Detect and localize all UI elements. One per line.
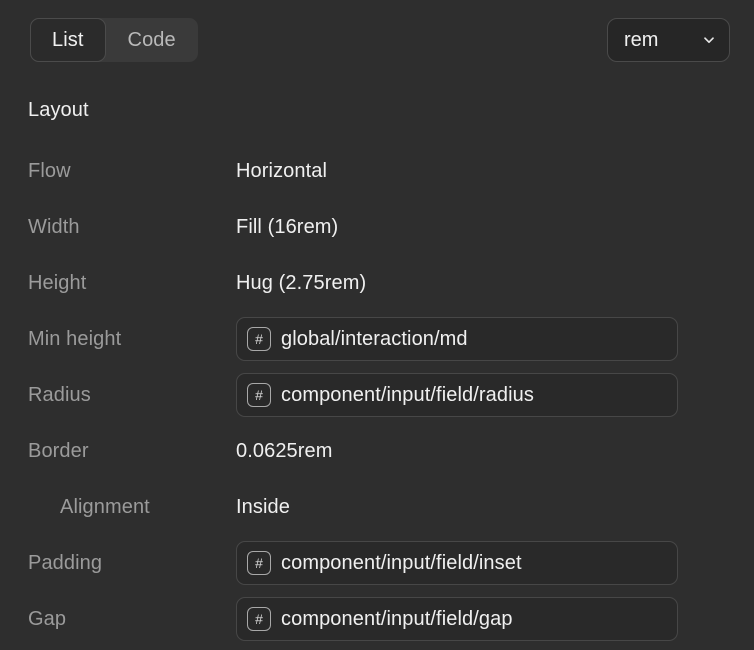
view-mode-segmented-control[interactable]: List Code (30, 18, 198, 62)
property-row: Min height # global/interaction/md (0, 311, 754, 367)
hash-icon: # (247, 551, 271, 575)
section-title-layout: Layout (28, 99, 89, 121)
hash-icon: # (247, 607, 271, 631)
property-label: Radius (28, 383, 91, 406)
tab-code[interactable]: Code (106, 18, 198, 62)
property-label: Gap (28, 607, 67, 630)
token-field[interactable]: # component/input/field/inset (236, 541, 678, 585)
hash-icon: # (247, 383, 271, 407)
token-field[interactable]: # component/input/field/radius (236, 373, 678, 417)
property-row: Height Hug (2.75rem) (0, 255, 754, 311)
tab-code-label: Code (127, 28, 176, 51)
unit-select-value: rem (624, 28, 659, 51)
tab-list[interactable]: List (30, 18, 106, 62)
property-label: Padding (28, 551, 103, 574)
property-label: Width (28, 215, 80, 238)
property-value[interactable]: Horizontal (236, 159, 328, 182)
property-label: Border (28, 439, 89, 462)
property-row: Alignment Inside (0, 479, 754, 535)
unit-select[interactable]: rem (607, 18, 730, 62)
hash-icon: # (247, 327, 271, 351)
token-field[interactable]: # component/input/field/gap (236, 597, 678, 641)
property-row: Border 0.0625rem (0, 423, 754, 479)
property-label: Alignment (60, 495, 150, 518)
token-field-value: component/input/field/radius (281, 383, 534, 406)
panel-toolbar: List Code rem (30, 18, 730, 62)
property-value[interactable]: Fill (16rem) (236, 215, 339, 238)
property-row: Gap # component/input/field/gap (0, 591, 754, 647)
token-field[interactable]: # global/interaction/md (236, 317, 678, 361)
property-value[interactable]: Hug (2.75rem) (236, 271, 367, 294)
property-label: Flow (28, 159, 71, 182)
property-label: Min height (28, 327, 122, 350)
token-field-value: component/input/field/inset (281, 551, 522, 574)
token-field-value: component/input/field/gap (281, 607, 513, 630)
property-label: Height (28, 271, 87, 294)
token-field-value: global/interaction/md (281, 327, 468, 350)
tab-list-label: List (52, 28, 84, 51)
property-row: Flow Horizontal (0, 143, 754, 199)
chevron-down-icon (702, 33, 716, 47)
property-row: Radius # component/input/field/radius (0, 367, 754, 423)
property-row: Width Fill (16rem) (0, 199, 754, 255)
property-value[interactable]: Inside (236, 495, 290, 518)
property-value[interactable]: 0.0625rem (236, 439, 333, 462)
property-row: Padding # component/input/field/inset (0, 535, 754, 591)
